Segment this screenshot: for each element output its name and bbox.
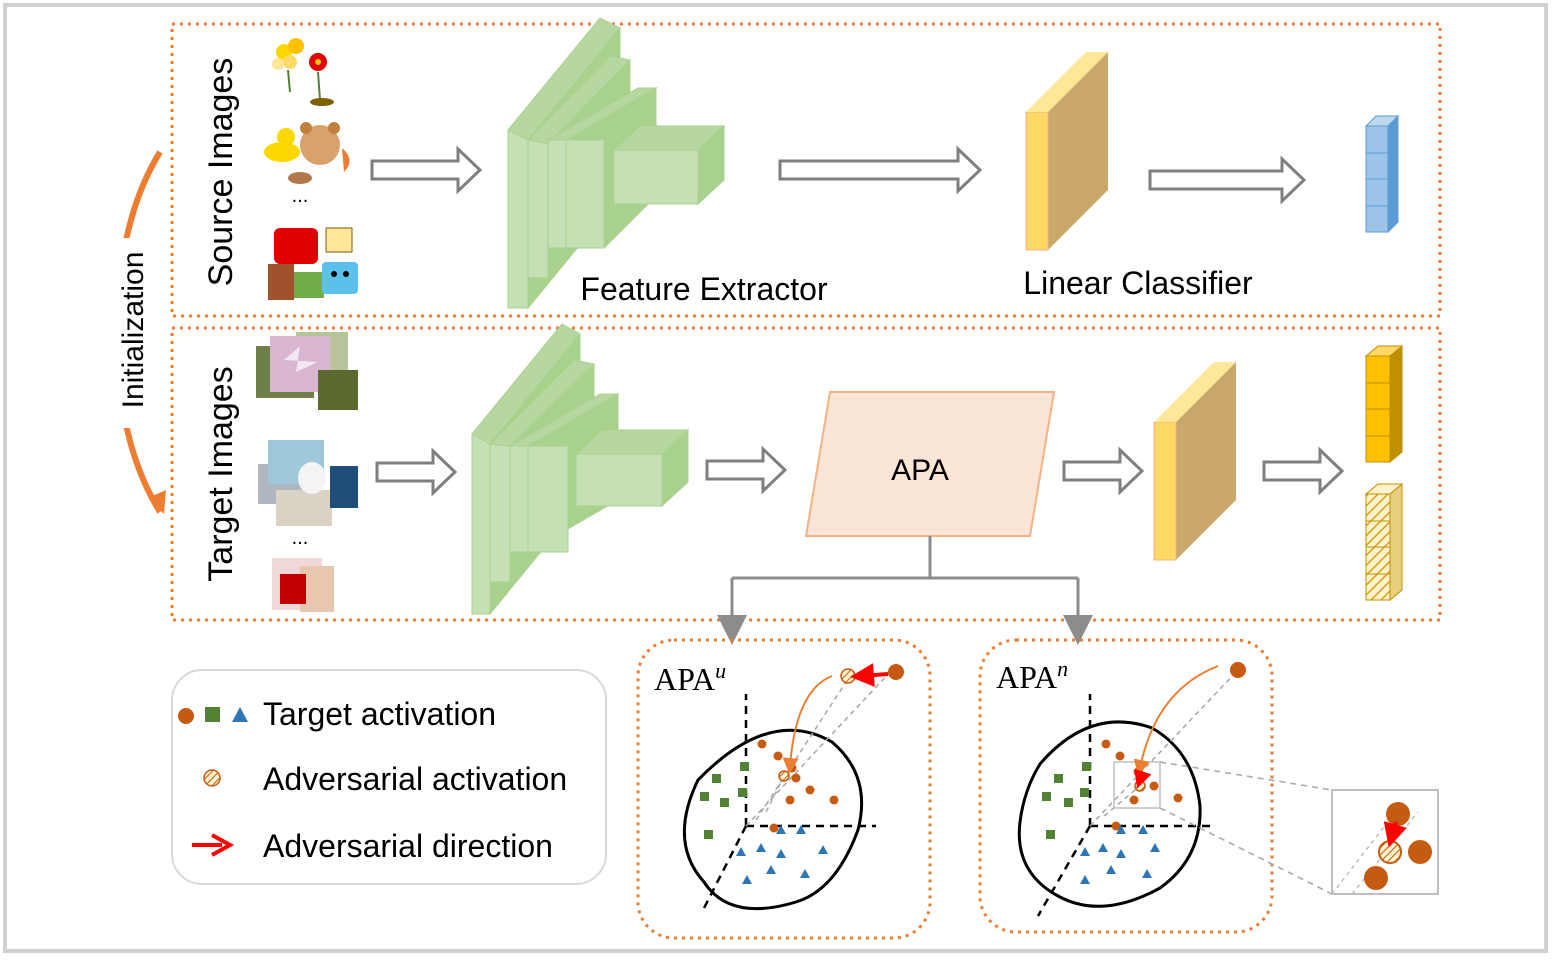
target-section-box bbox=[170, 326, 1442, 622]
source-ellipsis: ... bbox=[292, 185, 309, 207]
target-images-label: Target Images bbox=[202, 366, 240, 581]
feature-extractor-source bbox=[507, 17, 726, 310]
zoom-projection-lines bbox=[1159, 761, 1333, 895]
target-image-flowers bbox=[256, 332, 358, 410]
zoom-target-dot-top bbox=[1386, 802, 1410, 826]
apa-u-title: APAu bbox=[654, 658, 726, 697]
linear-classifier-target bbox=[1153, 362, 1236, 561]
output-vector-target bbox=[1364, 344, 1404, 464]
initialization-label: Initialization bbox=[117, 252, 150, 409]
arrow-apa-to-classifier bbox=[1062, 446, 1145, 496]
arrow-classifier-to-output-source bbox=[1148, 155, 1307, 205]
arrow-fe-to-apa bbox=[705, 445, 788, 495]
apa-u-adversarial-point bbox=[840, 668, 856, 684]
apa-u-axes bbox=[700, 694, 876, 913]
legend-box bbox=[171, 669, 607, 885]
apa-u-blue-triangles bbox=[736, 825, 828, 884]
apa-u-red-arrow bbox=[850, 663, 889, 688]
feature-extractor-label: Feature Extractor bbox=[580, 271, 828, 307]
apa-n-axes bbox=[1036, 694, 1216, 917]
apa-u-guide-lines bbox=[745, 669, 893, 827]
arrow-source-to-fe bbox=[370, 145, 483, 195]
legend-blue-triangle-icon bbox=[232, 707, 248, 722]
apa-u-green-squares bbox=[700, 762, 749, 839]
source-image-flowers bbox=[272, 38, 334, 106]
source-image-toys bbox=[264, 122, 350, 184]
apa-n-guide-lines bbox=[1089, 669, 1239, 827]
arrow-target-to-fe bbox=[375, 447, 458, 497]
apa-connector bbox=[717, 536, 1093, 645]
initialization-arrow bbox=[110, 150, 166, 514]
zoom-red-arrow bbox=[1383, 821, 1407, 848]
linear-classifier-source bbox=[1025, 52, 1108, 251]
target-ellipsis: ... bbox=[292, 527, 309, 549]
output-vector-adversarial bbox=[1364, 482, 1404, 602]
apa-n-adversarial-point bbox=[1134, 780, 1146, 792]
apa-u-target-dots bbox=[757, 664, 904, 833]
zoom-inset bbox=[1331, 789, 1439, 895]
linear-classifier-label: Linear Classifier bbox=[1023, 265, 1253, 301]
apa-u-panel: APAu bbox=[636, 638, 932, 940]
apa-u-adversarial-point-projected bbox=[778, 770, 790, 782]
arrow-classifier-to-output-target bbox=[1262, 446, 1345, 496]
apa-n-target-dots bbox=[1101, 662, 1246, 831]
apa-module bbox=[804, 391, 1056, 537]
apa-u-orange-arrow bbox=[782, 675, 833, 774]
apa-n-title: APAn bbox=[996, 656, 1068, 695]
legend-adversarial-activation-icon bbox=[203, 769, 221, 787]
apa-n-sphere bbox=[1017, 720, 1202, 908]
apa-n-orange-arrow bbox=[1133, 665, 1219, 776]
apa-n-panel: APAn bbox=[978, 638, 1274, 934]
feature-extractor-target bbox=[471, 323, 690, 616]
legend-adversarial-activation: Adversarial activation bbox=[263, 761, 567, 797]
apa-u-sphere bbox=[682, 728, 864, 911]
arrow-fe-to-classifier bbox=[778, 145, 983, 195]
zoom-target-dot-right bbox=[1408, 840, 1432, 864]
legend-green-square-icon bbox=[205, 707, 220, 722]
apa-n-red-arrow bbox=[1134, 768, 1152, 789]
source-image-mugs bbox=[268, 227, 358, 300]
apa-label: APA bbox=[891, 454, 949, 487]
zoom-adversarial-point bbox=[1378, 840, 1402, 864]
source-images-label: Source Images bbox=[202, 58, 240, 287]
output-vector-source bbox=[1364, 114, 1400, 234]
legend-target-activation: Target activation bbox=[263, 696, 496, 732]
target-image-toys bbox=[258, 440, 358, 526]
legend-red-arrow-icon bbox=[192, 833, 235, 857]
source-section-box bbox=[170, 22, 1442, 318]
apa-n-green-squares bbox=[1042, 762, 1091, 839]
apa-n-blue-triangles bbox=[1080, 825, 1160, 884]
legend-adversarial-direction: Adversarial direction bbox=[263, 828, 553, 864]
target-image-mugs bbox=[272, 558, 334, 612]
legend-orange-dot-icon bbox=[178, 708, 194, 724]
zoom-target-dot-bottom bbox=[1364, 866, 1388, 890]
